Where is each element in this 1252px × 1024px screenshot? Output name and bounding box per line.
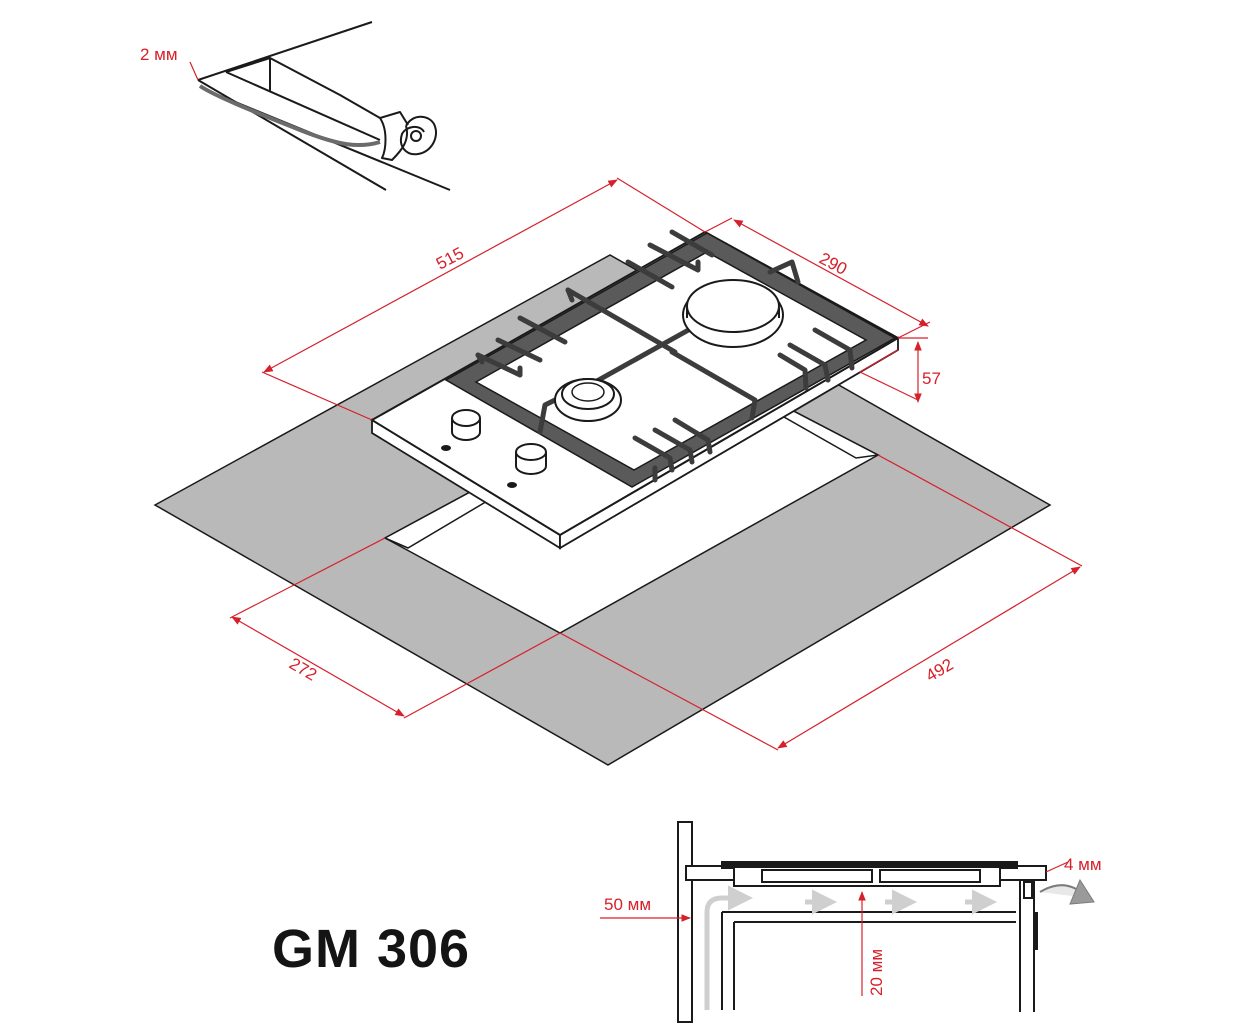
cross-section-drawing	[677, 821, 1047, 1023]
airflow-arrows	[704, 885, 997, 1010]
seal-dimension: 2 мм	[140, 45, 199, 81]
small-burner	[554, 378, 622, 422]
section-dimensions	[600, 861, 1069, 996]
hob-height-label: 57	[922, 369, 941, 388]
cutout-depth-label: 272	[286, 654, 320, 685]
control-knob-icon	[441, 409, 481, 451]
hob-depth-label: 290	[816, 249, 850, 279]
front-gap-label: 4 мм	[1064, 855, 1102, 874]
seal-thickness-label: 2 мм	[140, 45, 178, 64]
model-name: GM 306	[272, 919, 471, 979]
control-knob-icon	[507, 443, 547, 488]
large-burner	[682, 279, 784, 348]
hob-width-label: 515	[433, 243, 467, 273]
cutout-width-label: 492	[923, 655, 957, 686]
air-gap-label: 20 мм	[867, 949, 886, 996]
rear-gap-label: 50 мм	[604, 895, 651, 914]
seal-detail-drawing	[197, 21, 451, 191]
dimension-lines	[229, 177, 1083, 751]
